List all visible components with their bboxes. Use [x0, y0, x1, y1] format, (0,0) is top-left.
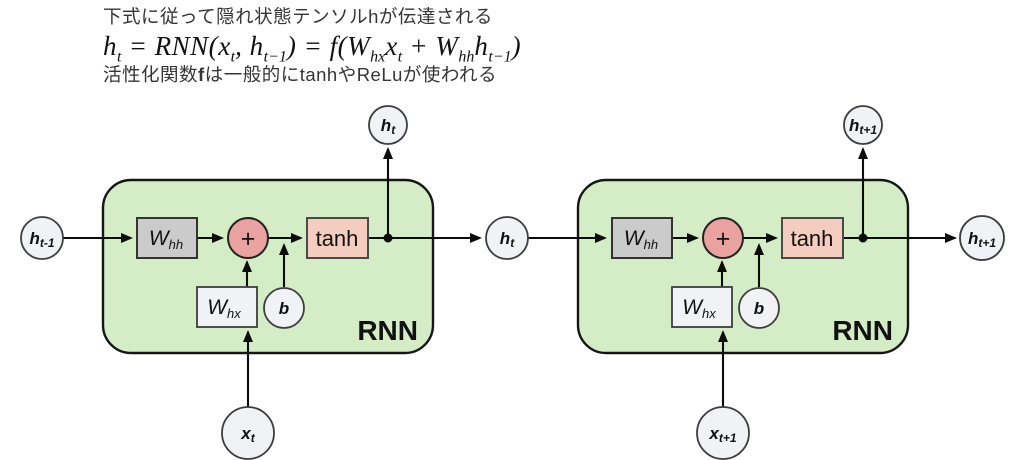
header-line-3-part2: は一般的にtanhやReLuが使われる [204, 64, 497, 85]
header-text-block: 下式に従って隠れ状態テンソルhが伝達される ht = RNN(xt, ht−1)… [103, 5, 521, 87]
state-nodes: ht-1 ht ht+1 ht ht+1 xt xt+1 [20, 105, 1005, 460]
whx-label-right: Whx [682, 296, 716, 321]
bias-node-left [263, 287, 305, 329]
node-h-out-right-label: ht+1 [849, 116, 877, 137]
rnn-cell-right: Whh + tanh Whx b RNN [576, 147, 957, 407]
node-x-left [221, 406, 275, 460]
whh-weight-box-right [611, 217, 673, 259]
whx-label-left: Whx [207, 296, 241, 321]
node-h-out-left-label: ht [381, 116, 396, 137]
whh-label-right: Whh [624, 227, 658, 252]
whx-weight-box-right [671, 286, 733, 328]
node-h-next-label: ht+1 [968, 229, 996, 250]
rnn-cell-left: Whh + tanh Whx b RNN [101, 147, 482, 407]
formula: ht = RNN(xt, ht−1) = f(Whxxt + Whhht−1) [103, 31, 522, 66]
sum-label-right: + [716, 225, 731, 253]
sum-node-left [227, 217, 269, 259]
header-line-3: 活性化関数fは一般的にtanhやReLuが使われる [103, 63, 521, 87]
sum-node-right [702, 217, 744, 259]
node-h-out-right [843, 105, 883, 145]
node-h-next [959, 215, 1005, 261]
header-line-3-bold-f: f [198, 64, 205, 85]
whx-weight-box-left [196, 286, 258, 328]
node-h-prev [20, 216, 64, 260]
node-h-prev-label: ht-1 [29, 229, 54, 250]
header-line-3-part1: 活性化関数 [103, 64, 199, 85]
bias-node-right [738, 287, 780, 329]
whh-label-left: Whh [149, 227, 183, 252]
sum-label-left: + [241, 225, 256, 253]
node-h-mid-label: ht [500, 229, 515, 250]
tanh-box-right [781, 217, 844, 259]
node-h-mid [485, 216, 529, 260]
node-h-out-left [368, 105, 408, 145]
tanh-label-right: tanh [791, 226, 834, 251]
node-x-left-label: xt [240, 424, 255, 445]
header-line-1: 下式に従って隠れ状態テンソルhが伝達される [103, 6, 493, 27]
tanh-label-left: tanh [316, 226, 359, 251]
rnn-cell-label-right: RNN [832, 315, 893, 346]
bias-label-left: b [279, 299, 289, 318]
bias-label-right: b [754, 299, 764, 318]
node-x-right-label: xt+1 [708, 424, 736, 445]
rnn-cell-label-left: RNN [357, 315, 418, 346]
tanh-box-left [306, 217, 369, 259]
node-x-right [696, 406, 750, 460]
junction-dot-left [383, 233, 393, 243]
junction-dot-right [858, 233, 868, 243]
whh-weight-box-left [136, 217, 198, 259]
